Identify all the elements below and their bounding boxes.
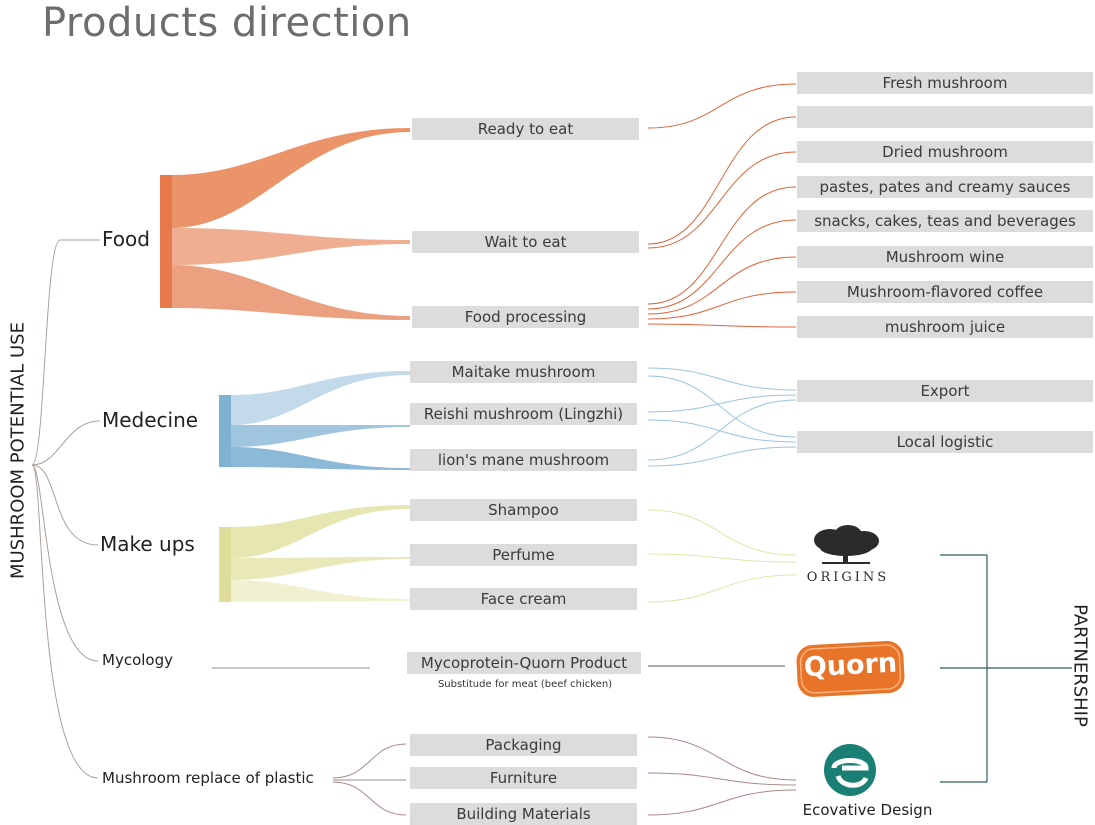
category-mycology: Mycology xyxy=(102,651,173,669)
mushroom-potential-use-label: MUSHROOM POTENTIAL USE xyxy=(7,322,29,579)
branch-to-plastic xyxy=(31,464,99,779)
branch-to-medecine xyxy=(31,420,101,466)
food-product-pastes: pastes, pates and creamy sauces xyxy=(797,176,1093,198)
branch-to-food xyxy=(31,239,100,466)
partnership-label: PARTNERSHIP xyxy=(1069,604,1091,727)
mycology-note: Substitude for meat (beef chicken) xyxy=(437,679,613,690)
medicine-connectors xyxy=(647,367,797,467)
root-branches xyxy=(31,239,101,779)
medicine-channel-export: Export xyxy=(797,380,1093,402)
origins-tree-icon xyxy=(814,525,879,564)
flow-ready-to-eat xyxy=(172,128,410,228)
category-food: Food xyxy=(102,227,150,251)
page-title: Products direction xyxy=(42,0,412,46)
flow-wait-to-eat xyxy=(172,228,410,265)
branch-to-mycology xyxy=(31,464,99,662)
food-flows xyxy=(160,128,410,320)
makeup-flows xyxy=(219,505,410,602)
quorn-logo-icon xyxy=(796,641,905,697)
food-bar xyxy=(160,175,172,308)
plastic-item-furniture: Furniture xyxy=(410,767,637,789)
food-product-dried: Dried mushroom xyxy=(797,141,1093,163)
food-product-coffee: Mushroom-flavored coffee xyxy=(797,281,1093,303)
flow-face-cream xyxy=(231,580,410,602)
partner-quorn: Quorn xyxy=(803,647,898,684)
medicine-item-maitake: Maitake mushroom xyxy=(410,361,637,383)
category-plastic: Mushroom replace of plastic xyxy=(102,769,314,787)
makeup-item-face-cream: Face cream xyxy=(410,588,637,610)
plastic-connectors xyxy=(332,736,797,816)
category-makeups: Make ups xyxy=(100,532,195,556)
flow-perfume xyxy=(231,557,410,580)
makeup-item-shampoo: Shampoo xyxy=(410,499,637,521)
makeup-bar xyxy=(219,527,231,602)
food-product-juice: mushroom juice xyxy=(797,316,1093,338)
flow-shampoo xyxy=(231,505,410,558)
partnership-bracket xyxy=(940,554,1072,783)
food-item-wait-to-eat: Wait to eat xyxy=(412,231,639,253)
partner-origins: ORIGINS xyxy=(806,570,890,585)
mycology-item-quorn-product: Mycoprotein-Quorn Product xyxy=(407,652,641,674)
food-connectors xyxy=(647,83,797,328)
makeup-item-perfume: Perfume xyxy=(410,544,637,566)
medicine-bar xyxy=(219,395,231,467)
makeup-connectors xyxy=(647,509,797,603)
flow-reishi xyxy=(231,425,410,447)
food-item-food-processing: Food processing xyxy=(412,306,639,328)
medicine-item-lions-mane: lion's mane mushroom xyxy=(410,449,637,471)
flow-maitake xyxy=(231,371,410,425)
food-product-snacks: snacks, cakes, teas and beverages xyxy=(797,210,1093,232)
food-product-fresh: Fresh mushroom xyxy=(797,72,1093,94)
flow-food-processing xyxy=(172,265,410,320)
partner-ecovative: Ecovative Design xyxy=(802,801,933,819)
plastic-item-building-materials: Building Materials xyxy=(410,803,637,825)
category-medecine: Medecine xyxy=(102,408,199,432)
medicine-item-reishi: Reishi mushroom (Lingzhi) xyxy=(410,403,637,425)
flow-lions-mane xyxy=(231,447,410,470)
branch-to-makeups xyxy=(31,464,99,546)
medicine-flows xyxy=(219,371,410,470)
food-product-empty xyxy=(797,106,1093,128)
mycology-connectors xyxy=(212,665,785,669)
ecovative-logo-icon xyxy=(824,744,876,796)
food-item-ready-to-eat: Ready to eat xyxy=(412,118,639,140)
food-product-wine: Mushroom wine xyxy=(797,246,1093,268)
plastic-item-packaging: Packaging xyxy=(410,734,637,756)
medicine-channel-local-logistic: Local logistic xyxy=(797,431,1093,453)
